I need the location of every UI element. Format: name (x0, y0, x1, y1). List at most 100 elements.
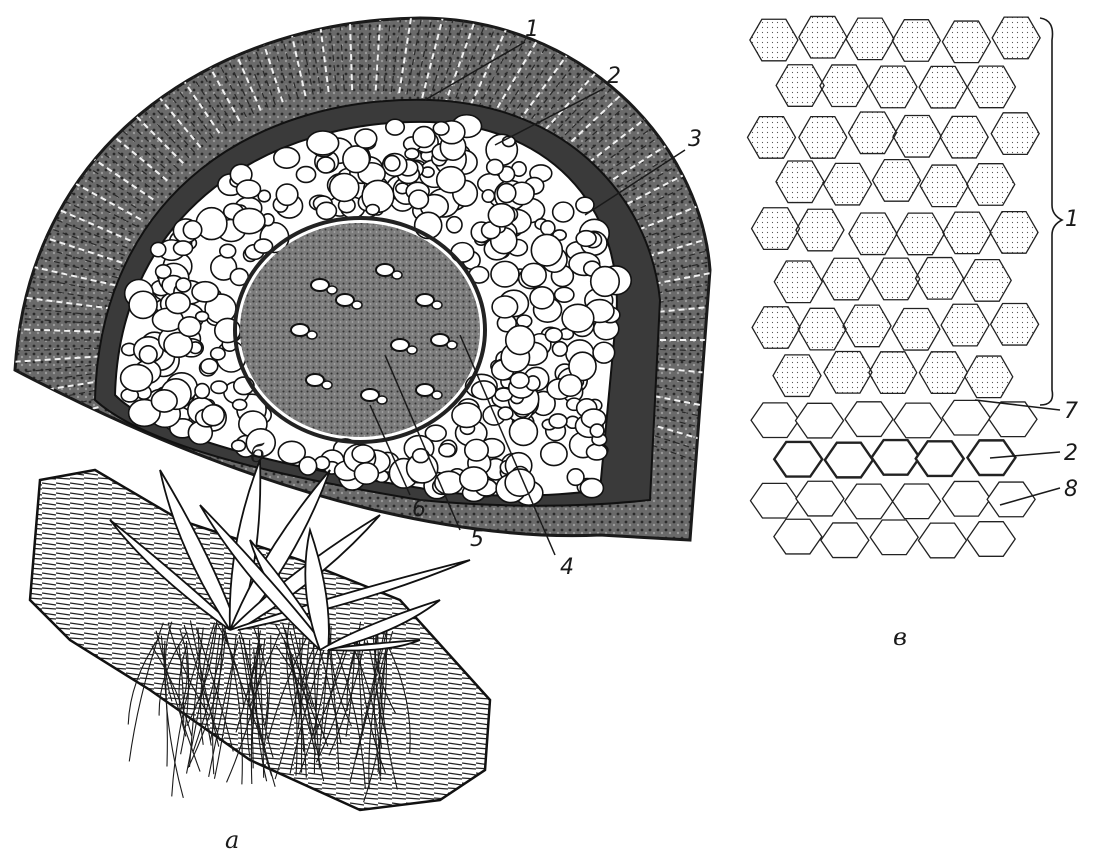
tissue-cell (869, 66, 917, 108)
tissue-cell (967, 164, 1015, 206)
tissue-cell (967, 66, 1015, 108)
cortex-cell (545, 328, 562, 342)
tissue-cell (965, 356, 1013, 398)
stele (240, 223, 480, 437)
tissue-cell (845, 484, 893, 519)
tissue-cell (821, 523, 869, 558)
xylem-vessel (377, 396, 387, 404)
cortex-cell (580, 479, 603, 498)
cortex-cell (559, 375, 582, 397)
cortex-cell (201, 359, 218, 374)
xylem-vessel (336, 294, 354, 306)
tissue-cell (987, 482, 1035, 517)
cortex-cell (151, 390, 177, 412)
cortex-cell (482, 190, 494, 202)
cortex-cell (233, 208, 265, 233)
tissue-cell (752, 307, 800, 349)
cortex-cell (276, 184, 298, 205)
cortex-cell (591, 267, 619, 297)
tissue-cell (752, 208, 800, 250)
tissue-cell (872, 160, 920, 202)
panel-label-b: б (250, 440, 265, 468)
tissue-cell (919, 352, 967, 394)
tissue-cell (849, 112, 897, 154)
xylem-vessel (416, 294, 434, 306)
tissue-cell (825, 443, 873, 478)
cortex-cell (452, 403, 481, 427)
cortex-cell (437, 167, 465, 193)
tissue-cell (776, 161, 824, 203)
cortex-cell (220, 244, 236, 258)
cortex-cell (296, 167, 315, 183)
cortex-cell (174, 241, 193, 255)
tissue-cell (919, 66, 967, 108)
xylem-vessel (291, 324, 309, 336)
callout-b-3: 3 (688, 127, 702, 152)
tissue-cell (916, 441, 964, 476)
xylem-vessel (361, 389, 379, 401)
cortex-cell (541, 442, 567, 465)
cortex-cell (317, 157, 335, 173)
xylem-vessel (307, 331, 317, 339)
xylem-vessel (432, 301, 442, 309)
tissue-cell (894, 403, 942, 438)
tissue-cell (963, 260, 1011, 302)
tissue-cell (941, 304, 989, 346)
tissue-cell (990, 212, 1038, 254)
cortex-cell (211, 348, 225, 360)
callout-b-1: 1 (525, 17, 539, 42)
xylem-vessel (322, 381, 332, 389)
tissue-cell (796, 481, 844, 516)
tissue-cell (916, 258, 964, 300)
cortex-cell (330, 173, 359, 201)
cortex-cell (354, 463, 378, 484)
xylem-vessel (431, 334, 449, 346)
callout-b-4: 4 (560, 555, 574, 580)
cortex-cell (590, 424, 604, 437)
cortex-cell (192, 282, 218, 302)
xylem-vessel (352, 301, 362, 309)
callout-b-5: 5 (470, 527, 484, 552)
tissue-cell (940, 116, 988, 158)
cortex-cell (488, 204, 514, 227)
tissue-cell (796, 403, 844, 438)
tissue-cell (942, 400, 990, 435)
cortex-cell (166, 293, 190, 314)
tissue-cells (747, 16, 1040, 557)
cortex-cell (195, 384, 209, 399)
cortex-cell (409, 190, 429, 209)
tissue-cell (823, 163, 871, 205)
cortex-cell (129, 291, 157, 318)
tissue-cell (896, 213, 944, 255)
tissue-cell (822, 258, 870, 300)
tissue-cell (942, 21, 990, 63)
cortex-cell (586, 444, 607, 460)
cortex-cell (151, 242, 166, 256)
cortex-cell (552, 342, 567, 356)
cortex-cell (183, 221, 201, 239)
cortex-cell (562, 304, 594, 332)
tissue-cell (942, 481, 990, 516)
cortex-cell (413, 127, 435, 148)
cortex-cell (233, 399, 247, 410)
xylem-vessel (327, 286, 337, 294)
cortex-cell (156, 265, 171, 278)
tissue-cell (796, 209, 844, 251)
tissue-cell (798, 308, 846, 350)
cortex-cell (237, 180, 261, 198)
cortex-cell (465, 439, 488, 461)
cortex-cell (178, 317, 200, 337)
xylem-vessel (407, 346, 417, 354)
tissue-cell (893, 484, 941, 519)
tissue-cell (799, 117, 847, 159)
tissue-cell (845, 402, 893, 437)
cortex-cell (211, 381, 227, 393)
cortex-cell (352, 445, 374, 463)
cortex-cell (593, 342, 615, 363)
xylem-vessel (391, 339, 409, 351)
tissue-cell (872, 440, 920, 475)
tissue-cell (773, 355, 821, 397)
tissue-cell (774, 442, 822, 477)
cortex-cell (530, 287, 554, 309)
